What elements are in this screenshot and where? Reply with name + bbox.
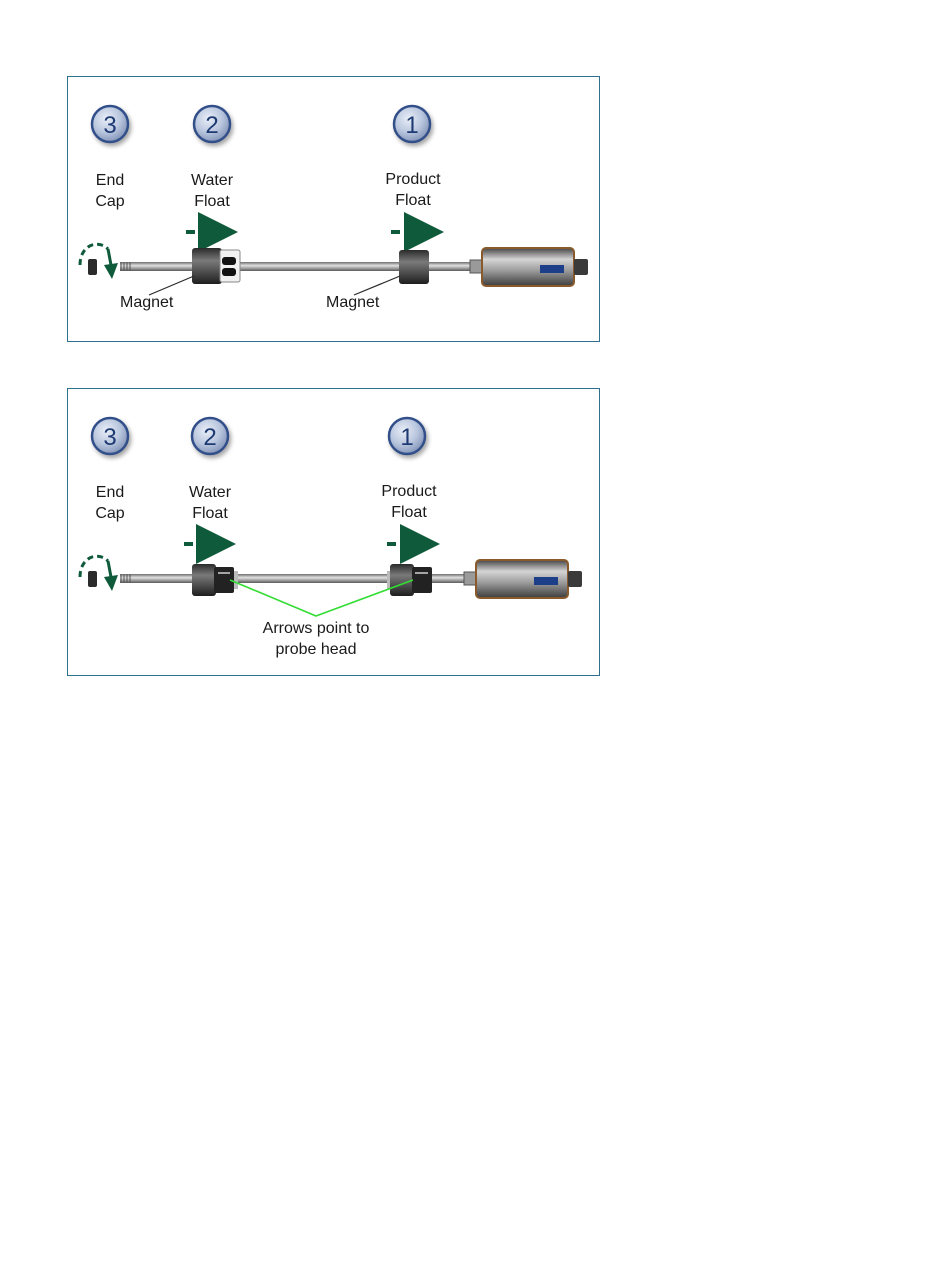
end-cap-icon <box>88 259 97 275</box>
step-number: 3 <box>103 112 116 139</box>
probe-head-icon <box>470 248 588 286</box>
diagram-panel-magnets: 3 2 1 <box>67 76 600 342</box>
step-number: 1 <box>405 112 418 139</box>
rotate-arrow-icon <box>80 244 118 279</box>
step-number: 3 <box>103 424 116 451</box>
probe-head-icon <box>464 560 582 598</box>
step-number: 2 <box>203 424 216 451</box>
diagram-panel-direction: 3 2 1 <box>67 388 600 676</box>
product-float-icon <box>399 250 429 284</box>
label-magnet-water: Magnet <box>120 294 173 312</box>
step-circle-1: 1 <box>394 106 430 142</box>
rotate-arrow-icon <box>80 556 118 591</box>
product-float-icon <box>387 564 432 596</box>
callout-line-magnet-product <box>354 276 400 295</box>
callout-line-magnet-water <box>149 276 194 295</box>
step-number: 1 <box>400 424 413 451</box>
step-circle-1: 1 <box>389 418 425 454</box>
end-cap-icon <box>88 571 97 587</box>
step-circle-2: 2 <box>194 106 230 142</box>
step-circle-3: 3 <box>92 106 128 142</box>
step-circle-2: 2 <box>192 418 228 454</box>
step-number: 2 <box>205 112 218 139</box>
callout-lines-probe-head <box>230 580 413 616</box>
label-magnet-product: Magnet <box>326 294 379 312</box>
step-circle-3: 3 <box>92 418 128 454</box>
water-float-icon <box>192 248 240 284</box>
